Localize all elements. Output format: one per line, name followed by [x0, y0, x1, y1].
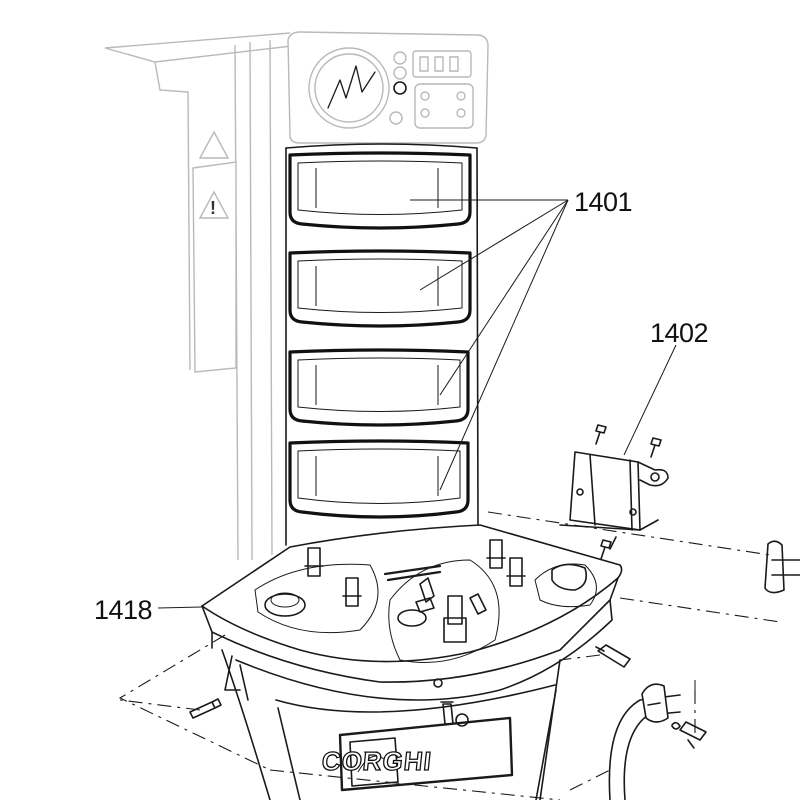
- bracket-assembly: [559, 424, 669, 560]
- warning-mark: !: [210, 198, 216, 218]
- tool-bins: [288, 151, 472, 519]
- bracket-screws: [595, 424, 662, 560]
- tower-column: [285, 143, 479, 546]
- brand-name: CORGHI: [320, 746, 433, 776]
- assembly-lines: [118, 511, 781, 800]
- machine-frame-background: !: [104, 32, 301, 561]
- tool-bin-1: [288, 151, 472, 230]
- deck-screws: [189, 644, 631, 725]
- callout-1401: 1401: [574, 187, 632, 217]
- warning-triangle-upper: [198, 130, 230, 159]
- control-deck: [201, 524, 623, 683]
- indicator-led: [393, 51, 407, 65]
- tool-bin-4: [288, 439, 470, 519]
- round-push-button: [397, 609, 427, 627]
- callout-1418: 1418: [94, 595, 152, 625]
- tool-bin-2: [288, 249, 472, 328]
- tool-bin-3: [288, 348, 470, 427]
- valve-knobs: [304, 539, 526, 643]
- corghi-logo-plate: CORGHI: [320, 716, 514, 792]
- digital-display: [412, 50, 472, 78]
- indicator-led: [393, 66, 407, 80]
- base-cabinet: CORGHI: [221, 599, 613, 800]
- control-head: [287, 31, 489, 144]
- indicator-led: [393, 81, 407, 95]
- warning-triangle-lower: [198, 190, 230, 219]
- round-push-button: [264, 593, 306, 617]
- hose-and-clamp: [608, 683, 707, 800]
- keypad: [414, 83, 474, 129]
- edge-fitting: [764, 540, 800, 594]
- leader-lines: [157, 199, 696, 700]
- callout-1402: 1402: [650, 318, 708, 348]
